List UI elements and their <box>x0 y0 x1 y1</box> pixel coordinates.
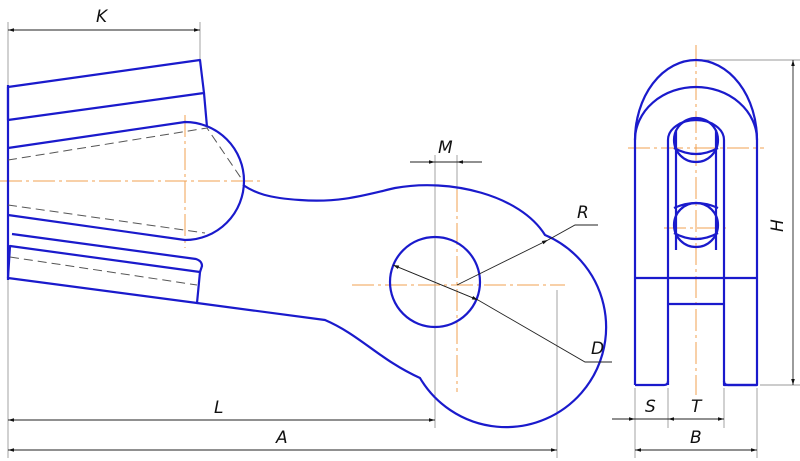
front-view <box>6 58 608 429</box>
label-d: D <box>591 339 604 359</box>
label-b: B <box>690 428 702 448</box>
label-s: S <box>645 397 656 417</box>
label-k: K <box>96 7 109 27</box>
label-l: L <box>214 398 223 418</box>
ball-end <box>7 120 246 242</box>
label-t: T <box>691 397 703 417</box>
side-view <box>633 58 759 387</box>
eye-link <box>196 184 608 429</box>
dim-r <box>456 239 549 286</box>
label-r: R <box>577 203 589 223</box>
centerlines <box>0 45 764 395</box>
label-a: A <box>275 428 288 448</box>
label-m: M <box>438 138 453 158</box>
label-h: H <box>768 219 788 232</box>
dimension-lines <box>8 28 795 452</box>
upper-section-hatch <box>6 58 206 122</box>
upper-roller <box>672 116 720 164</box>
eye-hole <box>388 235 482 329</box>
